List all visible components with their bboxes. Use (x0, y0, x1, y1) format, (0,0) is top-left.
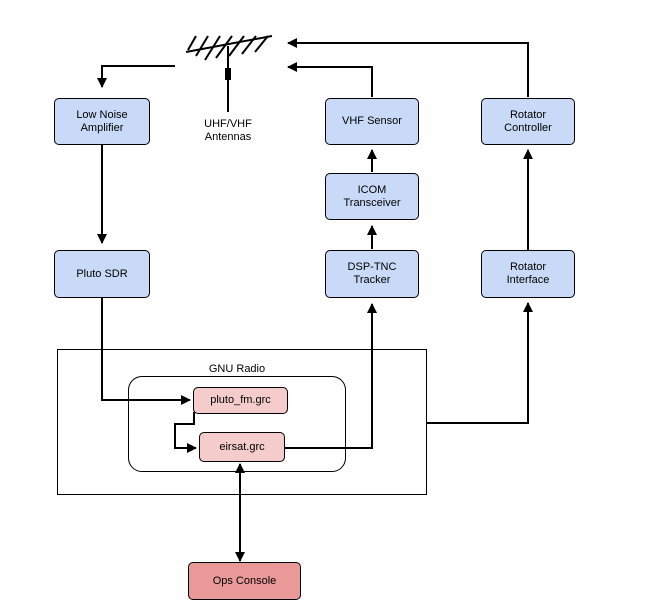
antenna-label: UHF/VHF Antennas (204, 118, 252, 143)
edge-vhf-sensor-to-antenna (287, 62, 373, 97)
eirsat-grc-block: eirsat.grc (199, 432, 285, 462)
edge-rotator-controller-to-antenna (287, 38, 529, 97)
edge-antenna-to-lna (97, 65, 175, 88)
dsp-tnc-tracker-block: DSP-TNC Tracker (325, 250, 419, 298)
edge-pluto-fm-to-eirsat (174, 412, 197, 453)
gnu-radio-label: GNU Radio (208, 363, 266, 375)
ops-console-block: Ops Console (188, 562, 301, 600)
low-noise-amplifier-block: Low Noise Amplifier (54, 98, 150, 145)
gnu-radio-outer-frame (57, 349, 427, 495)
edge-eirsat-to-dsp-tnc (285, 303, 377, 449)
pluto-sdr-block: Pluto SDR (54, 250, 150, 298)
gnu-radio-group (128, 376, 346, 472)
pluto-fm-grc-block: pluto_fm.grc (193, 387, 288, 414)
rotator-controller-block: Rotator Controller (481, 98, 575, 145)
edge-pluto-sdr-to-pluto-fm (101, 298, 191, 405)
icom-transceiver-block: ICOM Transceiver (325, 173, 419, 220)
antenna-icon (185, 35, 273, 112)
rotator-interface-block: Rotator Interface (481, 250, 575, 298)
edge-gnu-radio-to-rotator-interface (427, 302, 533, 424)
vhf-sensor-block: VHF Sensor (325, 98, 419, 145)
